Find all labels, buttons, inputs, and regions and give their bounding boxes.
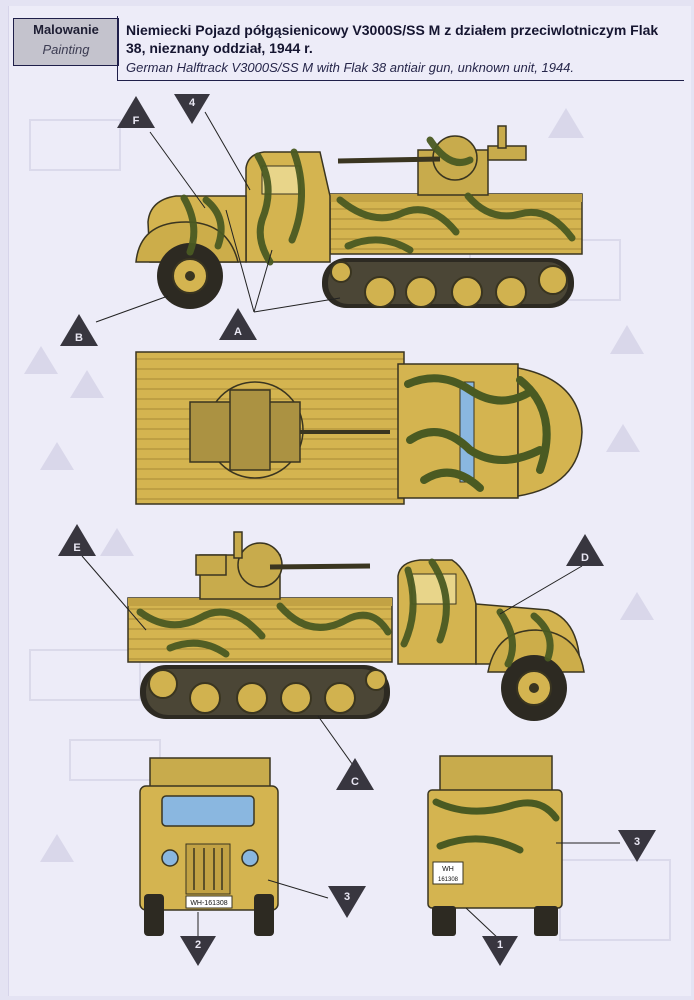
svg-text:B: B xyxy=(75,332,83,344)
svg-text:F: F xyxy=(133,115,140,127)
svg-text:A: A xyxy=(234,326,242,338)
title-polish: Niemiecki Pojazd półgąsienicowy V3000S/S… xyxy=(126,22,659,56)
marker-3-rear: 3 xyxy=(618,830,656,862)
rear-plate-top: WH xyxy=(442,866,454,873)
section-label-english: Painting xyxy=(42,42,90,57)
marker-B: B xyxy=(60,314,98,346)
svg-text:3: 3 xyxy=(344,891,350,903)
marker-3-front: 3 xyxy=(328,886,366,918)
painting-section-label: Malowanie Painting xyxy=(13,18,119,66)
title-english: German Halftrack V3000S/SS M with Flak 3… xyxy=(126,60,575,75)
marker-A: A xyxy=(219,308,257,340)
leader-lines xyxy=(81,111,620,941)
svg-text:1: 1 xyxy=(497,939,503,951)
side-view-right xyxy=(127,531,585,721)
svg-text:3: 3 xyxy=(634,836,640,848)
front-view: WH-161308 xyxy=(139,757,279,936)
marker-1: 1 xyxy=(482,936,518,966)
marker-E: E xyxy=(58,524,96,556)
top-view xyxy=(135,351,583,505)
title-block: Niemiecki Pojazd półgąsienicowy V3000S/S… xyxy=(117,16,684,81)
rear-plate-bottom: 161308 xyxy=(438,877,459,883)
svg-text:4: 4 xyxy=(189,97,196,109)
marker-D: D xyxy=(566,534,604,566)
rear-view: WH 161308 xyxy=(427,755,563,936)
marker-2: 2 xyxy=(180,936,216,966)
section-label-polish: Malowanie xyxy=(33,22,99,37)
svg-text:E: E xyxy=(73,542,80,554)
marker-C: C xyxy=(336,758,374,790)
marker-F: F xyxy=(117,96,155,128)
svg-text:2: 2 xyxy=(195,939,201,951)
side-view-left xyxy=(135,125,583,309)
front-license-plate: WH-161308 xyxy=(190,900,227,907)
marker-4: 4 xyxy=(174,94,210,124)
svg-text:C: C xyxy=(351,776,359,788)
svg-text:D: D xyxy=(581,552,589,564)
